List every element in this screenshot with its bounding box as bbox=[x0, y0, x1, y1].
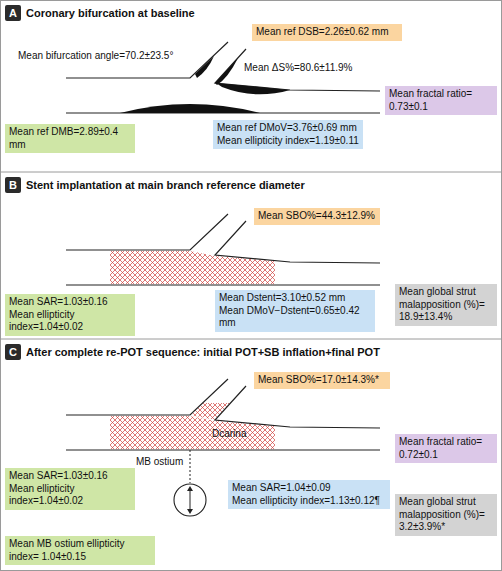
measurement-box: Mean Dstent=3.10±0.52 mmMean DMoV−Dstent… bbox=[215, 290, 375, 332]
measurement-box: Mean SAR=1.04±0.09Mean ellipticity index… bbox=[228, 480, 390, 509]
panel-title: After complete re-POT sequence: initial … bbox=[26, 344, 380, 360]
measurement-label: Mean ΔS%=80.6±11.9% bbox=[244, 62, 352, 74]
box-text: Mean SBO%=44.3±12.9% bbox=[258, 210, 376, 223]
box-text: Mean ellipticity index=1.04±0.02 bbox=[9, 483, 131, 508]
panel-divider bbox=[0, 172, 502, 173]
dimension-label: MB ostium bbox=[136, 456, 183, 468]
box-text: Mean SAR=1.03±0.16 bbox=[9, 296, 131, 309]
box-text: Mean ref DMB=2.89±0.4 mm bbox=[9, 126, 131, 151]
box-text: Mean ellipticity index=1.04±0.02 bbox=[9, 309, 131, 334]
box-text: Mean Dstent=3.10±0.52 mm bbox=[219, 292, 371, 305]
ostium-section bbox=[174, 484, 206, 516]
leader-line bbox=[190, 450, 191, 483]
measurement-box: Mean ref DMoV=3.76±0.69 mmMean elliptici… bbox=[213, 120, 363, 149]
panel-letter: C bbox=[5, 344, 21, 360]
bifurcation-vessel bbox=[66, 214, 380, 285]
dimension-label: Dcarina bbox=[212, 428, 246, 440]
measurement-box: Mean SAR=1.03±0.16Mean ellipticity index… bbox=[5, 468, 135, 510]
sbo-box: Mean SBO%=44.3±12.9% bbox=[254, 208, 380, 225]
box-text: Mean MB ostium ellipticity index= 1.04±0… bbox=[9, 538, 151, 563]
bifurcation-vessel bbox=[66, 379, 380, 450]
measurement-box: Mean SAR=1.03±0.16Mean ellipticity index… bbox=[5, 294, 135, 336]
box-text: Mean SAR=1.03±0.16 bbox=[9, 470, 131, 483]
arrow-head bbox=[187, 486, 193, 491]
measurement-label: Mean bifurcation angle=70.2±23.5° bbox=[18, 50, 173, 62]
box-text: Mean ellipticity index=1.13±0.12¶ bbox=[232, 495, 386, 508]
measurement-box: Mean ref DMB=2.89±0.4 mm bbox=[5, 124, 135, 153]
diameter-arrow bbox=[190, 489, 191, 511]
panel-letter: B bbox=[5, 177, 21, 193]
box-text: Mean ref DSB=2.26±0.62 mm bbox=[256, 26, 398, 39]
stent-mesh bbox=[110, 251, 275, 284]
malapposition-box: Mean global strut malapposition (%)= 3.2… bbox=[395, 494, 497, 536]
box-text: Mean SAR=1.04±0.09 bbox=[232, 482, 386, 495]
box-text: Mean fractal ratio= 0.73±0.1 bbox=[389, 88, 493, 113]
stent-mesh bbox=[190, 403, 230, 420]
box-text: Mean DMoV−Dstent=0.65±0.42 mm bbox=[219, 305, 371, 330]
box-text: Mean ref DMoV=3.76±0.69 mm bbox=[217, 122, 359, 135]
ostium-ellipticity-box: Mean MB ostium ellipticity index= 1.04±0… bbox=[5, 536, 155, 565]
panel-divider bbox=[0, 339, 502, 340]
panel-title: Coronary bifurcation at baseline bbox=[26, 5, 195, 21]
fractal-ratio-box: Mean fractal ratio= 0.73±0.1 bbox=[385, 86, 497, 115]
panel-title: Stent implantation at main branch refere… bbox=[26, 177, 305, 193]
box-text: Mean fractal ratio= 0.72±0.1 bbox=[399, 436, 493, 461]
box-text: Mean global strut malapposition (%)= 3.2… bbox=[399, 496, 493, 534]
arrow-head bbox=[187, 509, 193, 514]
box-text: Mean global strut malapposition (%)= 18.… bbox=[399, 286, 493, 324]
stent-mesh bbox=[110, 416, 275, 449]
sbo-box: Mean SBO%=17.0±14.3%* bbox=[254, 372, 390, 389]
box-text: Mean ellipticity index=1.19±0.11 bbox=[217, 135, 359, 148]
fractal-ratio-box: Mean fractal ratio= 0.72±0.1 bbox=[395, 434, 497, 463]
ref-diameter-box: Mean ref DSB=2.26±0.62 mm bbox=[252, 24, 402, 41]
box-text: Mean SBO%=17.0±14.3%* bbox=[258, 374, 386, 387]
malapposition-box: Mean global strut malapposition (%)= 18.… bbox=[395, 284, 497, 326]
panel-letter: A bbox=[5, 5, 21, 21]
